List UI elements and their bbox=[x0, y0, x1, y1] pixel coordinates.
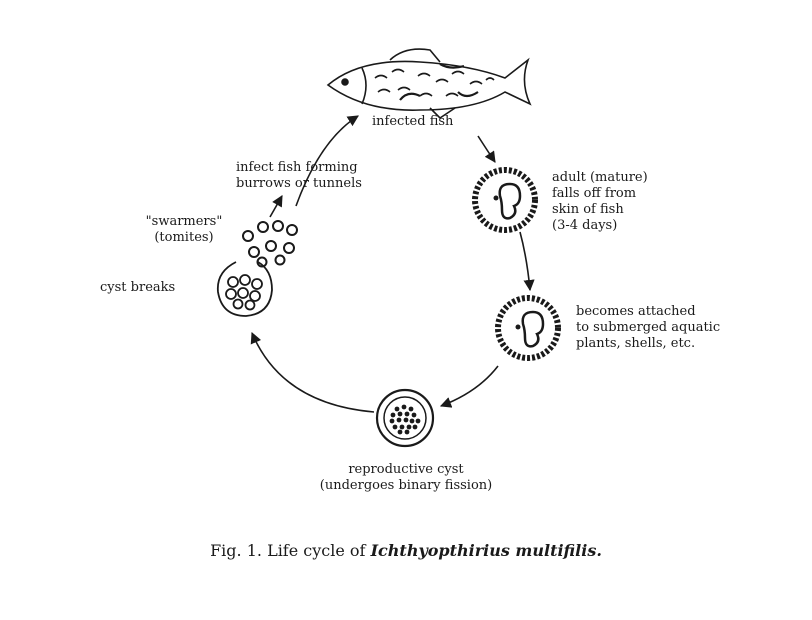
broken-cyst-icon bbox=[216, 261, 273, 317]
label-reproductive-cyst: reproductive cyst (undergoes binary fiss… bbox=[319, 462, 493, 493]
label-cyst-breaks: cyst breaks bbox=[100, 280, 176, 295]
caption-species: Ichthyopthirius multifilis. bbox=[370, 541, 602, 560]
caption-prefix: Fig. 1. Life cycle of bbox=[210, 541, 371, 560]
label-infected-fish: infected fish bbox=[372, 114, 454, 129]
arrow-fish-to-adult bbox=[477, 135, 496, 163]
arrow-attached-to-cyst bbox=[439, 365, 499, 408]
arrow-cyst-to-broken-cyst bbox=[250, 331, 375, 413]
label-becomes-attached: becomes attached to submerged aquatic pl… bbox=[576, 304, 721, 351]
arrow-tomites-to-fish bbox=[295, 115, 359, 207]
tomites-icon bbox=[242, 220, 298, 268]
arrow-swarm-up bbox=[269, 195, 283, 218]
arrow-adult-to-attached bbox=[519, 231, 535, 292]
label-infect-fish: infect fish forming burrows or tunnels bbox=[236, 160, 362, 191]
reproductive-cyst-icon bbox=[375, 388, 435, 448]
attached-trophont-icon bbox=[495, 295, 561, 361]
label-adult-mature: adult (mature) falls off from skin of fi… bbox=[552, 170, 648, 233]
label-swarmers: "swarmers" (tomites) bbox=[145, 214, 223, 245]
mature-adult-icon bbox=[472, 167, 538, 233]
figure-caption: Fig. 1. Life cycle of Ichthyopthirius mu… bbox=[0, 541, 812, 561]
infected-fish-icon bbox=[326, 48, 532, 120]
cycle-arrows bbox=[250, 115, 535, 413]
